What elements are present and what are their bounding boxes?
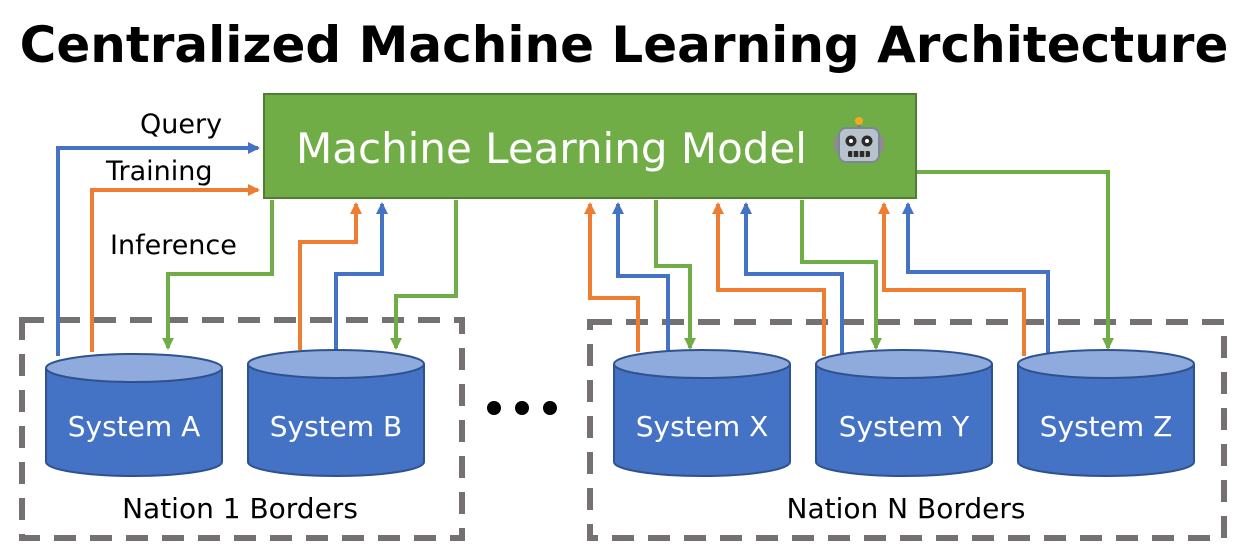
query-arrow-y xyxy=(740,202,844,356)
ml-model-box: Machine Learning Model xyxy=(263,93,917,199)
query-arrow-a xyxy=(56,142,260,356)
nation-1-border xyxy=(19,317,465,541)
training-arrow-z xyxy=(878,202,1026,356)
query-arrow-z xyxy=(902,202,1050,356)
training-arrow-a xyxy=(90,184,260,352)
system-y-label: System Y xyxy=(839,410,970,443)
page-title: Centralized Machine Learning Architectur… xyxy=(20,16,1229,74)
system-x-database: System X xyxy=(613,349,791,477)
system-z-label: System Z xyxy=(1040,410,1173,443)
system-y-database: System Y xyxy=(815,349,993,477)
inference-arrow-z xyxy=(916,170,1114,350)
query-arrow-b xyxy=(334,202,388,350)
system-b-database: System B xyxy=(247,349,425,477)
system-x-label: System X xyxy=(636,410,769,443)
system-a-database: System A xyxy=(45,353,223,477)
training-arrow-y xyxy=(712,202,826,356)
query-label: Query xyxy=(140,109,222,140)
ellipsis-dots xyxy=(487,401,557,415)
nation-1-label: Nation 1 Borders xyxy=(122,492,358,525)
nation-n-border xyxy=(587,319,1227,541)
inference-arrow-y xyxy=(800,200,882,350)
connectors xyxy=(56,142,1114,356)
robot-icon xyxy=(834,117,884,163)
ml-model-label: Machine Learning Model xyxy=(296,124,807,173)
inference-label: Inference xyxy=(110,230,237,261)
training-arrow-b xyxy=(298,202,362,350)
training-arrow-x xyxy=(584,202,640,352)
nation-n-label: Nation N Borders xyxy=(787,492,1026,525)
query-arrow-x xyxy=(612,202,670,350)
inference-arrow-x xyxy=(654,200,696,350)
system-b-label: System B xyxy=(270,410,403,443)
inference-arrow-a xyxy=(162,200,274,350)
inference-arrow-b xyxy=(390,200,458,350)
system-a-label: System A xyxy=(68,410,200,443)
system-z-database: System Z xyxy=(1017,349,1195,477)
training-label: Training xyxy=(105,156,213,187)
